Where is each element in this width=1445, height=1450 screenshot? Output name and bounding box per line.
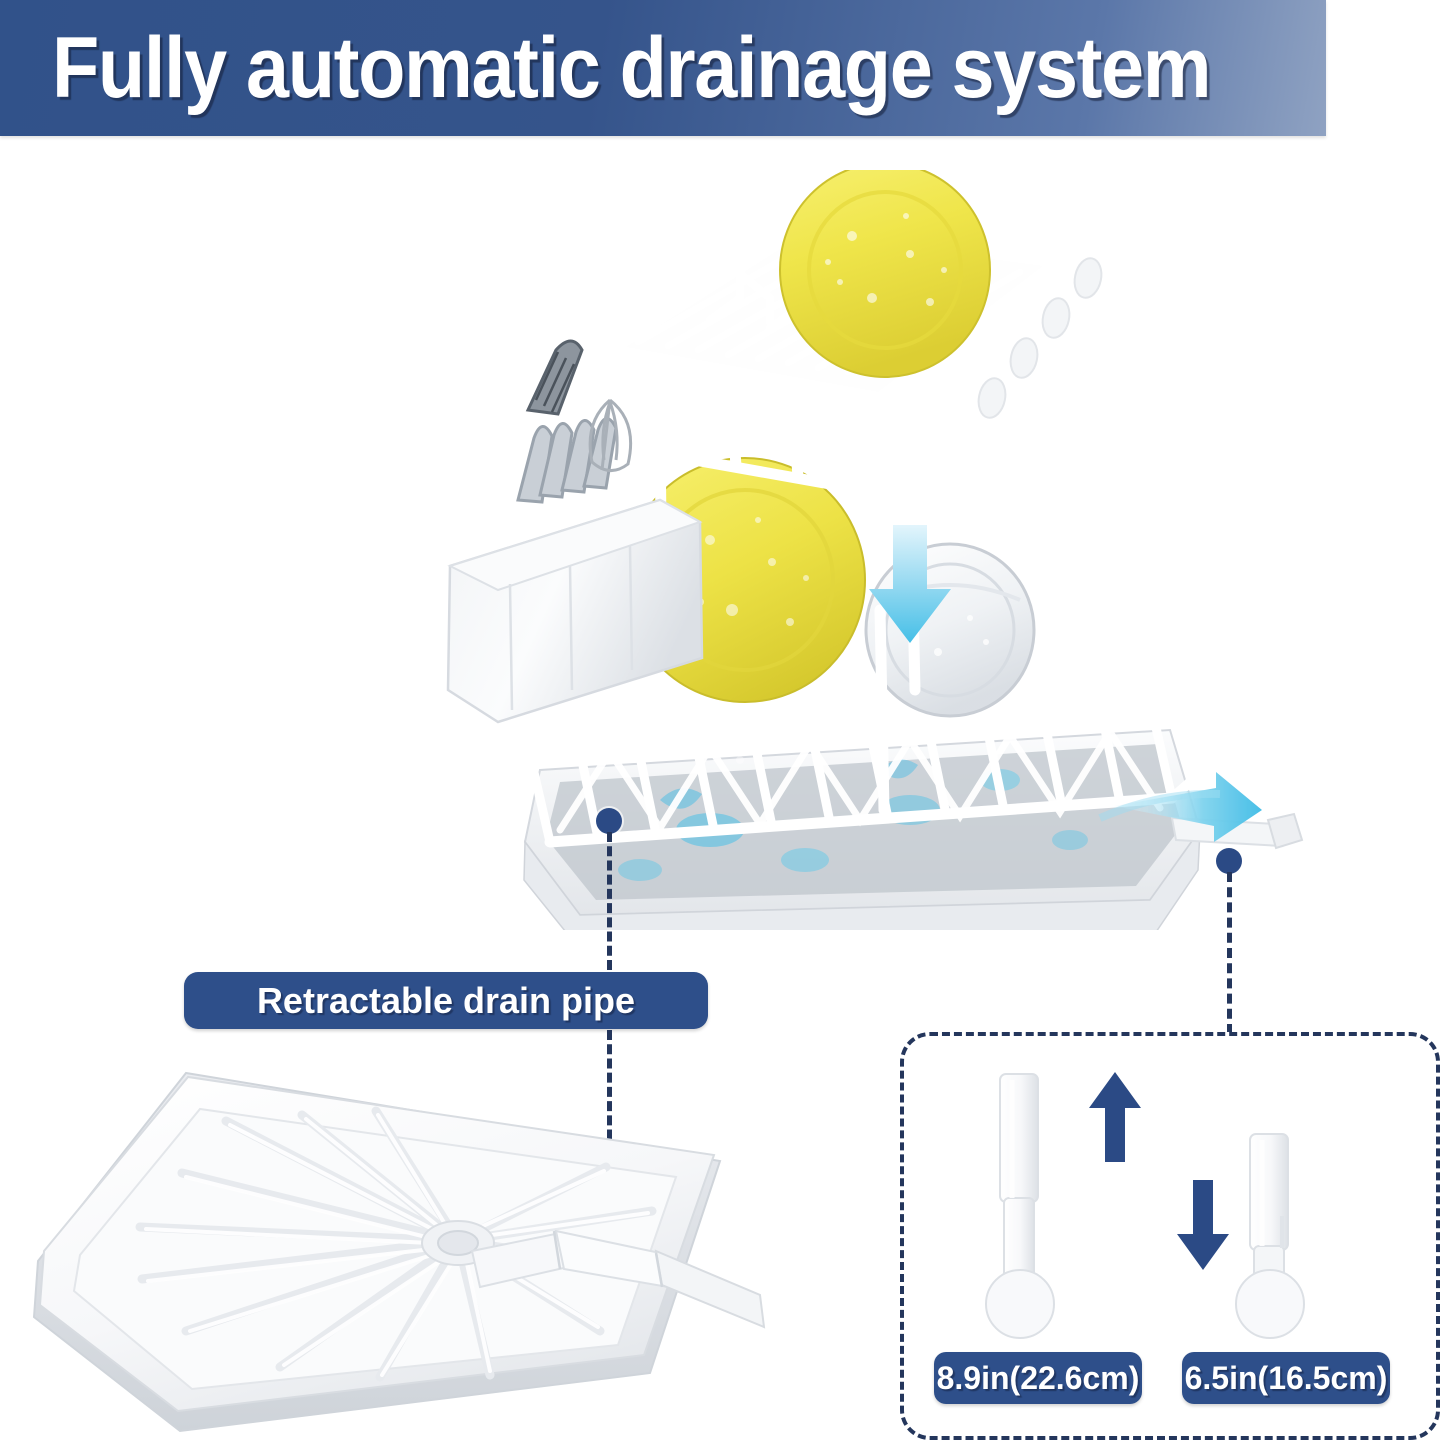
badge-retractable-drain-pipe-label: Retractable drain pipe (256, 979, 636, 1021)
page-title: Fully automatic drainage system (52, 20, 1212, 116)
callout-dot-drain-pipe (596, 808, 622, 834)
badge-measurement-extended: 8.9in(22.6cm) (934, 1352, 1142, 1404)
upper-plate (779, 170, 991, 378)
callout-line-to-tray (607, 1030, 612, 1168)
badge-measurement-retracted-label: 6.5in(16.5cm) (1184, 1359, 1388, 1396)
badge-measurement-retracted: 6.5in(16.5cm) (1182, 1352, 1390, 1404)
water-inflow-arrow-icon (869, 525, 951, 643)
drip-tray-illustration (20, 1055, 780, 1445)
up-arrow-icon (1089, 1072, 1141, 1162)
pipe-extended-illustration (985, 1073, 1055, 1339)
badge-measurement-extended-label: 8.9in(22.6cm) (936, 1359, 1140, 1396)
header-banner: Fully automatic drainage system (0, 0, 1326, 136)
utensil-caddy (446, 339, 704, 724)
callout-line-drain-pipe (607, 832, 612, 970)
product-illustration (410, 170, 1310, 930)
badge-retractable-drain-pipe: Retractable drain pipe (184, 972, 708, 1029)
tray-drain-pipe (470, 1229, 766, 1329)
water-outflow-arrow (1098, 772, 1262, 842)
pipe-retracted-illustration (1235, 1133, 1305, 1339)
dish-rack-graphic (446, 170, 1305, 930)
callout-dot-drain-outlet (1216, 848, 1242, 874)
down-arrow-icon (1177, 1180, 1229, 1270)
callout-line-spec-box (1227, 872, 1232, 1034)
